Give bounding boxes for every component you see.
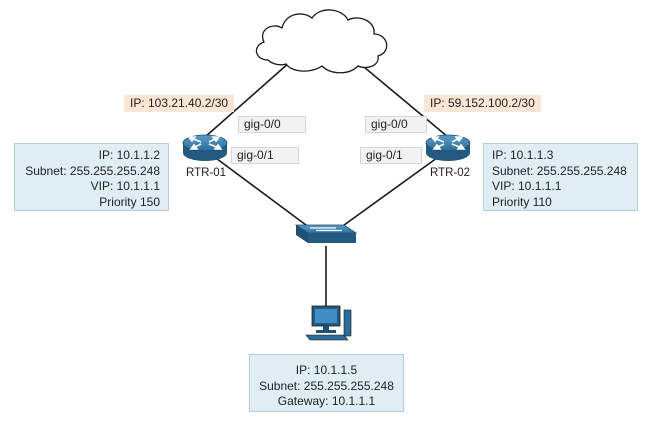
link-rtr02-cloud — [357, 61, 449, 138]
cloud-icon — [255, 9, 388, 74]
rtr02-info-box: IP: 10.1.1.3 Subnet: 255.255.255.248 VIP… — [483, 143, 638, 211]
rtr02-port-gig00: gig-0/0 — [365, 116, 427, 133]
rtr01-info-priority: Priority 150 — [99, 194, 160, 209]
rtr01-port-gig00: gig-0/0 — [238, 116, 306, 133]
router-icon — [425, 134, 471, 161]
rtr02-info-ip: IP: 10.1.1.3 — [492, 148, 554, 162]
rtr01-info-ip: IP: 10.1.1.2 — [98, 148, 160, 162]
host-info-box: IP: 10.1.1.5 Subnet: 255.255.255.248 Gat… — [249, 354, 404, 412]
host-info-ip: IP: 10.1.1.5 — [295, 363, 358, 377]
link-rtr01-switch — [204, 149, 311, 229]
rtr02-info-priority: Priority 110 — [492, 194, 552, 209]
rtr01-info-box: IP: 10.1.1.2 Subnet: 255.255.255.248 VIP… — [14, 143, 169, 211]
link-rtr01-cloud — [204, 61, 291, 138]
rtr02-port-gig01: gig-0/1 — [360, 147, 422, 164]
switch-icon — [294, 224, 358, 243]
rtr01-wan-ip: IP: 103.21.40.2/30 — [124, 95, 235, 112]
rtr01-name: RTR-01 — [186, 167, 227, 179]
rtr02-name: RTR-02 — [430, 167, 471, 179]
computer-icon — [305, 305, 352, 341]
rtr02-wan-ip: IP: 59.152.100.2/30 — [424, 95, 541, 112]
network-links — [204, 61, 449, 310]
host-info-subnet: Subnet: 255.255.255.248 — [259, 378, 394, 393]
host-info-gateway: Gateway: 10.1.1.1 — [277, 394, 376, 408]
router-icon — [182, 134, 228, 161]
rtr01-info-vip: VIP: 10.1.1.1 — [90, 179, 160, 193]
rtr01-port-gig01: gig-0/1 — [231, 147, 299, 164]
rtr01-info-subnet: Subnet: 255.255.255.248 — [25, 163, 160, 178]
rtr02-info-vip: VIP: 10.1.1.1 — [492, 179, 562, 193]
rtr02-info-subnet: Subnet: 255.255.255.248 — [492, 163, 627, 178]
link-rtr02-switch — [339, 149, 449, 229]
